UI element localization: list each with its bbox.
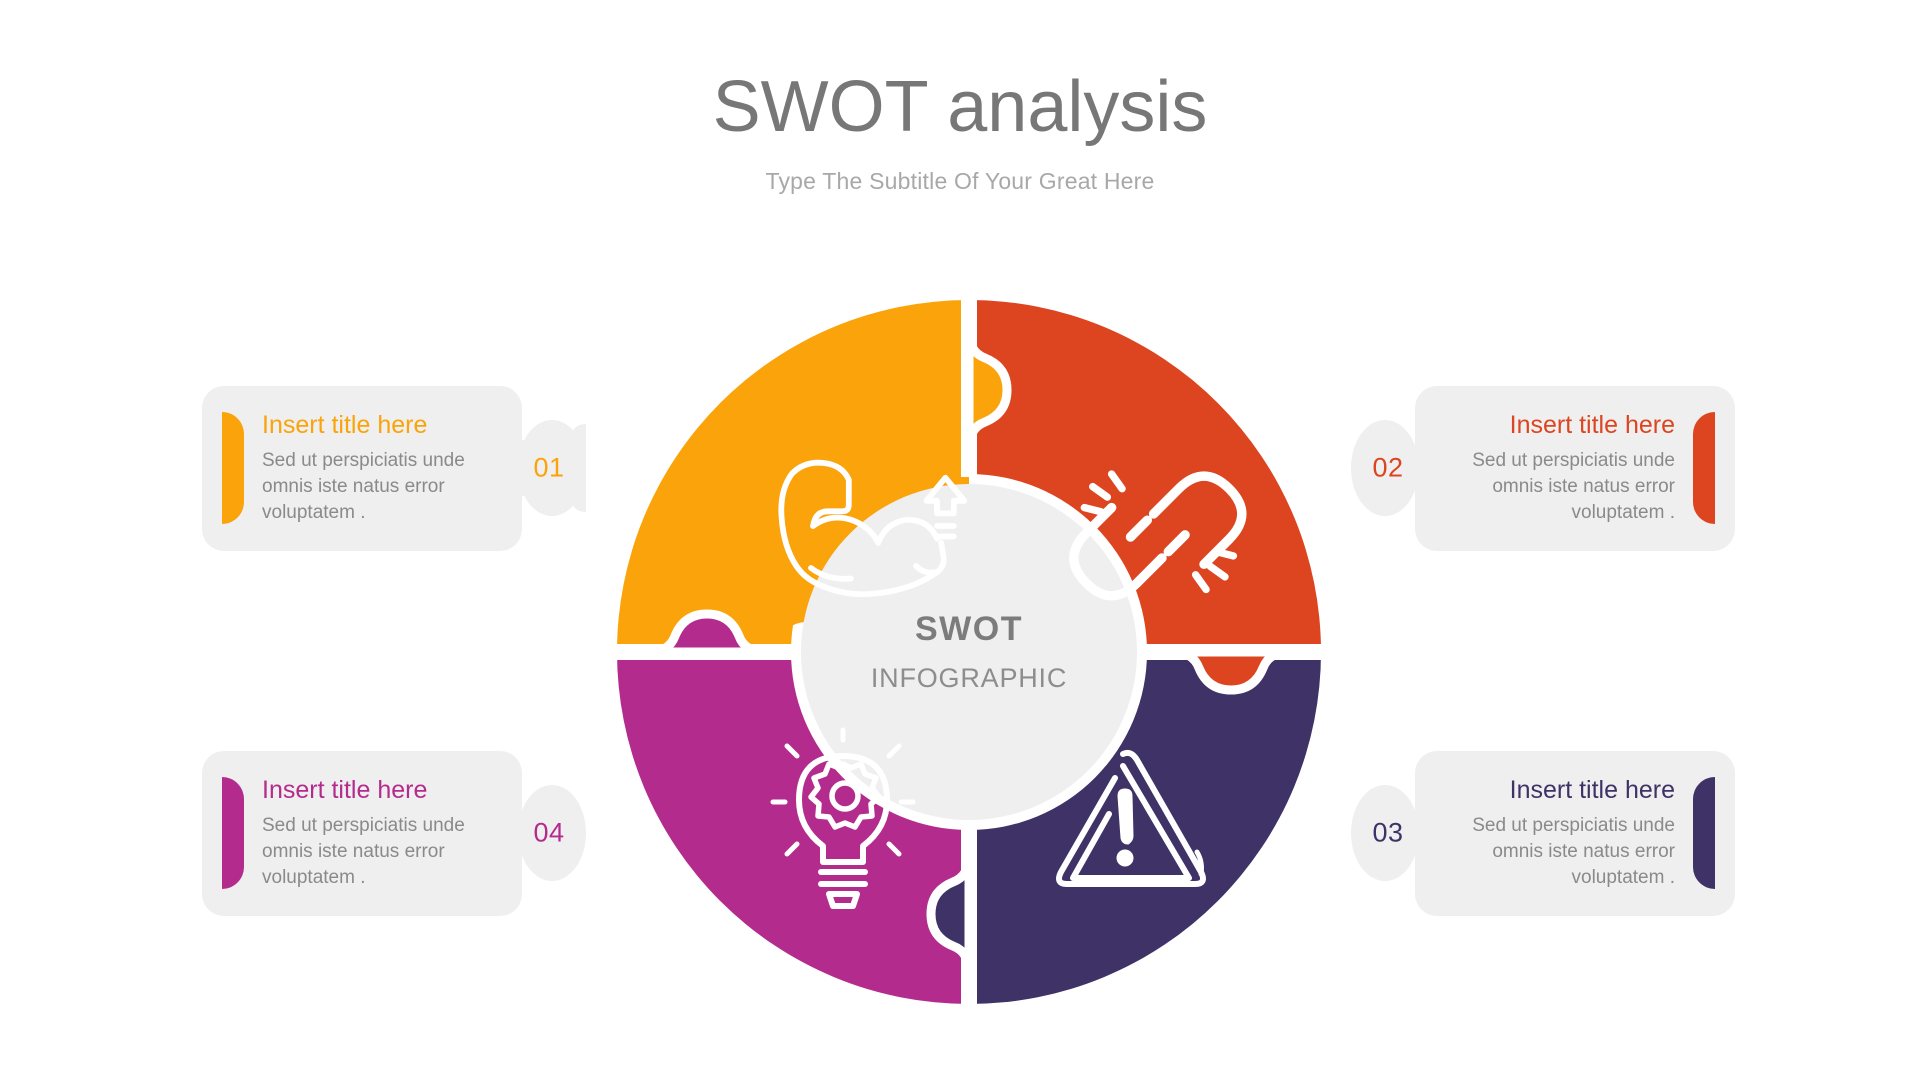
accent-bar-02 xyxy=(1693,412,1715,524)
card-body-02: Sed ut perspiciatis unde omnis iste natu… xyxy=(1472,450,1675,523)
warning-triangle-icon xyxy=(1056,749,1206,887)
accent-bar-04 xyxy=(222,777,244,889)
card-number-01: 01 xyxy=(533,452,565,483)
card-number-02: 02 xyxy=(1372,452,1404,483)
info-card-01[interactable]: Insert title here Sed ut perspiciatis un… xyxy=(202,386,586,551)
card-title-02: Insert title here xyxy=(1509,410,1675,439)
card-body-01: Sed ut perspiciatis unde omnis iste natu… xyxy=(262,450,465,523)
puzzle-tab-bottom xyxy=(926,855,974,973)
accent-bar-03 xyxy=(1693,777,1715,889)
hub-circle xyxy=(801,484,1137,820)
slide-header: SWOT analysis Type The Subtitle Of Your … xyxy=(0,67,1920,195)
card-number-knob-04: 04 xyxy=(512,783,586,883)
info-card-03[interactable]: Insert title here Sed ut perspiciatis un… xyxy=(1351,751,1735,916)
card-number-knob-03: 03 xyxy=(1351,783,1425,883)
card-number-03: 03 xyxy=(1372,817,1404,848)
card-body-04: Sed ut perspiciatis unde omnis iste natu… xyxy=(262,815,465,888)
accent-bar-01 xyxy=(222,412,244,524)
card-number-knob-02: 02 xyxy=(1351,418,1425,518)
info-card-04[interactable]: Insert title here Sed ut perspiciatis un… xyxy=(202,751,586,916)
puzzle-tab-top xyxy=(964,331,1012,449)
flexed-bicep-arrow-icon xyxy=(778,459,968,598)
card-number-knob-01: 01 xyxy=(512,418,586,518)
swot-wheel: SWOT INFOGRAPHIC xyxy=(599,282,1339,1022)
card-number-04: 04 xyxy=(533,817,565,848)
page-title: SWOT analysis xyxy=(712,67,1208,147)
info-card-02[interactable]: Insert title here Sed ut perspiciatis un… xyxy=(1351,386,1735,551)
puzzle-tab-right xyxy=(1172,647,1290,695)
puzzle-tab-left xyxy=(648,609,766,657)
card-title-01: Insert title here xyxy=(262,410,428,439)
card-title-04: Insert title here xyxy=(262,775,428,804)
broken-chain-link-icon xyxy=(1069,470,1247,601)
lightbulb-gear-icon xyxy=(770,727,916,909)
card-title-03: Insert title here xyxy=(1509,775,1675,804)
card-body-03: Sed ut perspiciatis unde omnis iste natu… xyxy=(1472,815,1675,888)
page-subtitle: Type The Subtitle Of Your Great Here xyxy=(765,167,1155,194)
